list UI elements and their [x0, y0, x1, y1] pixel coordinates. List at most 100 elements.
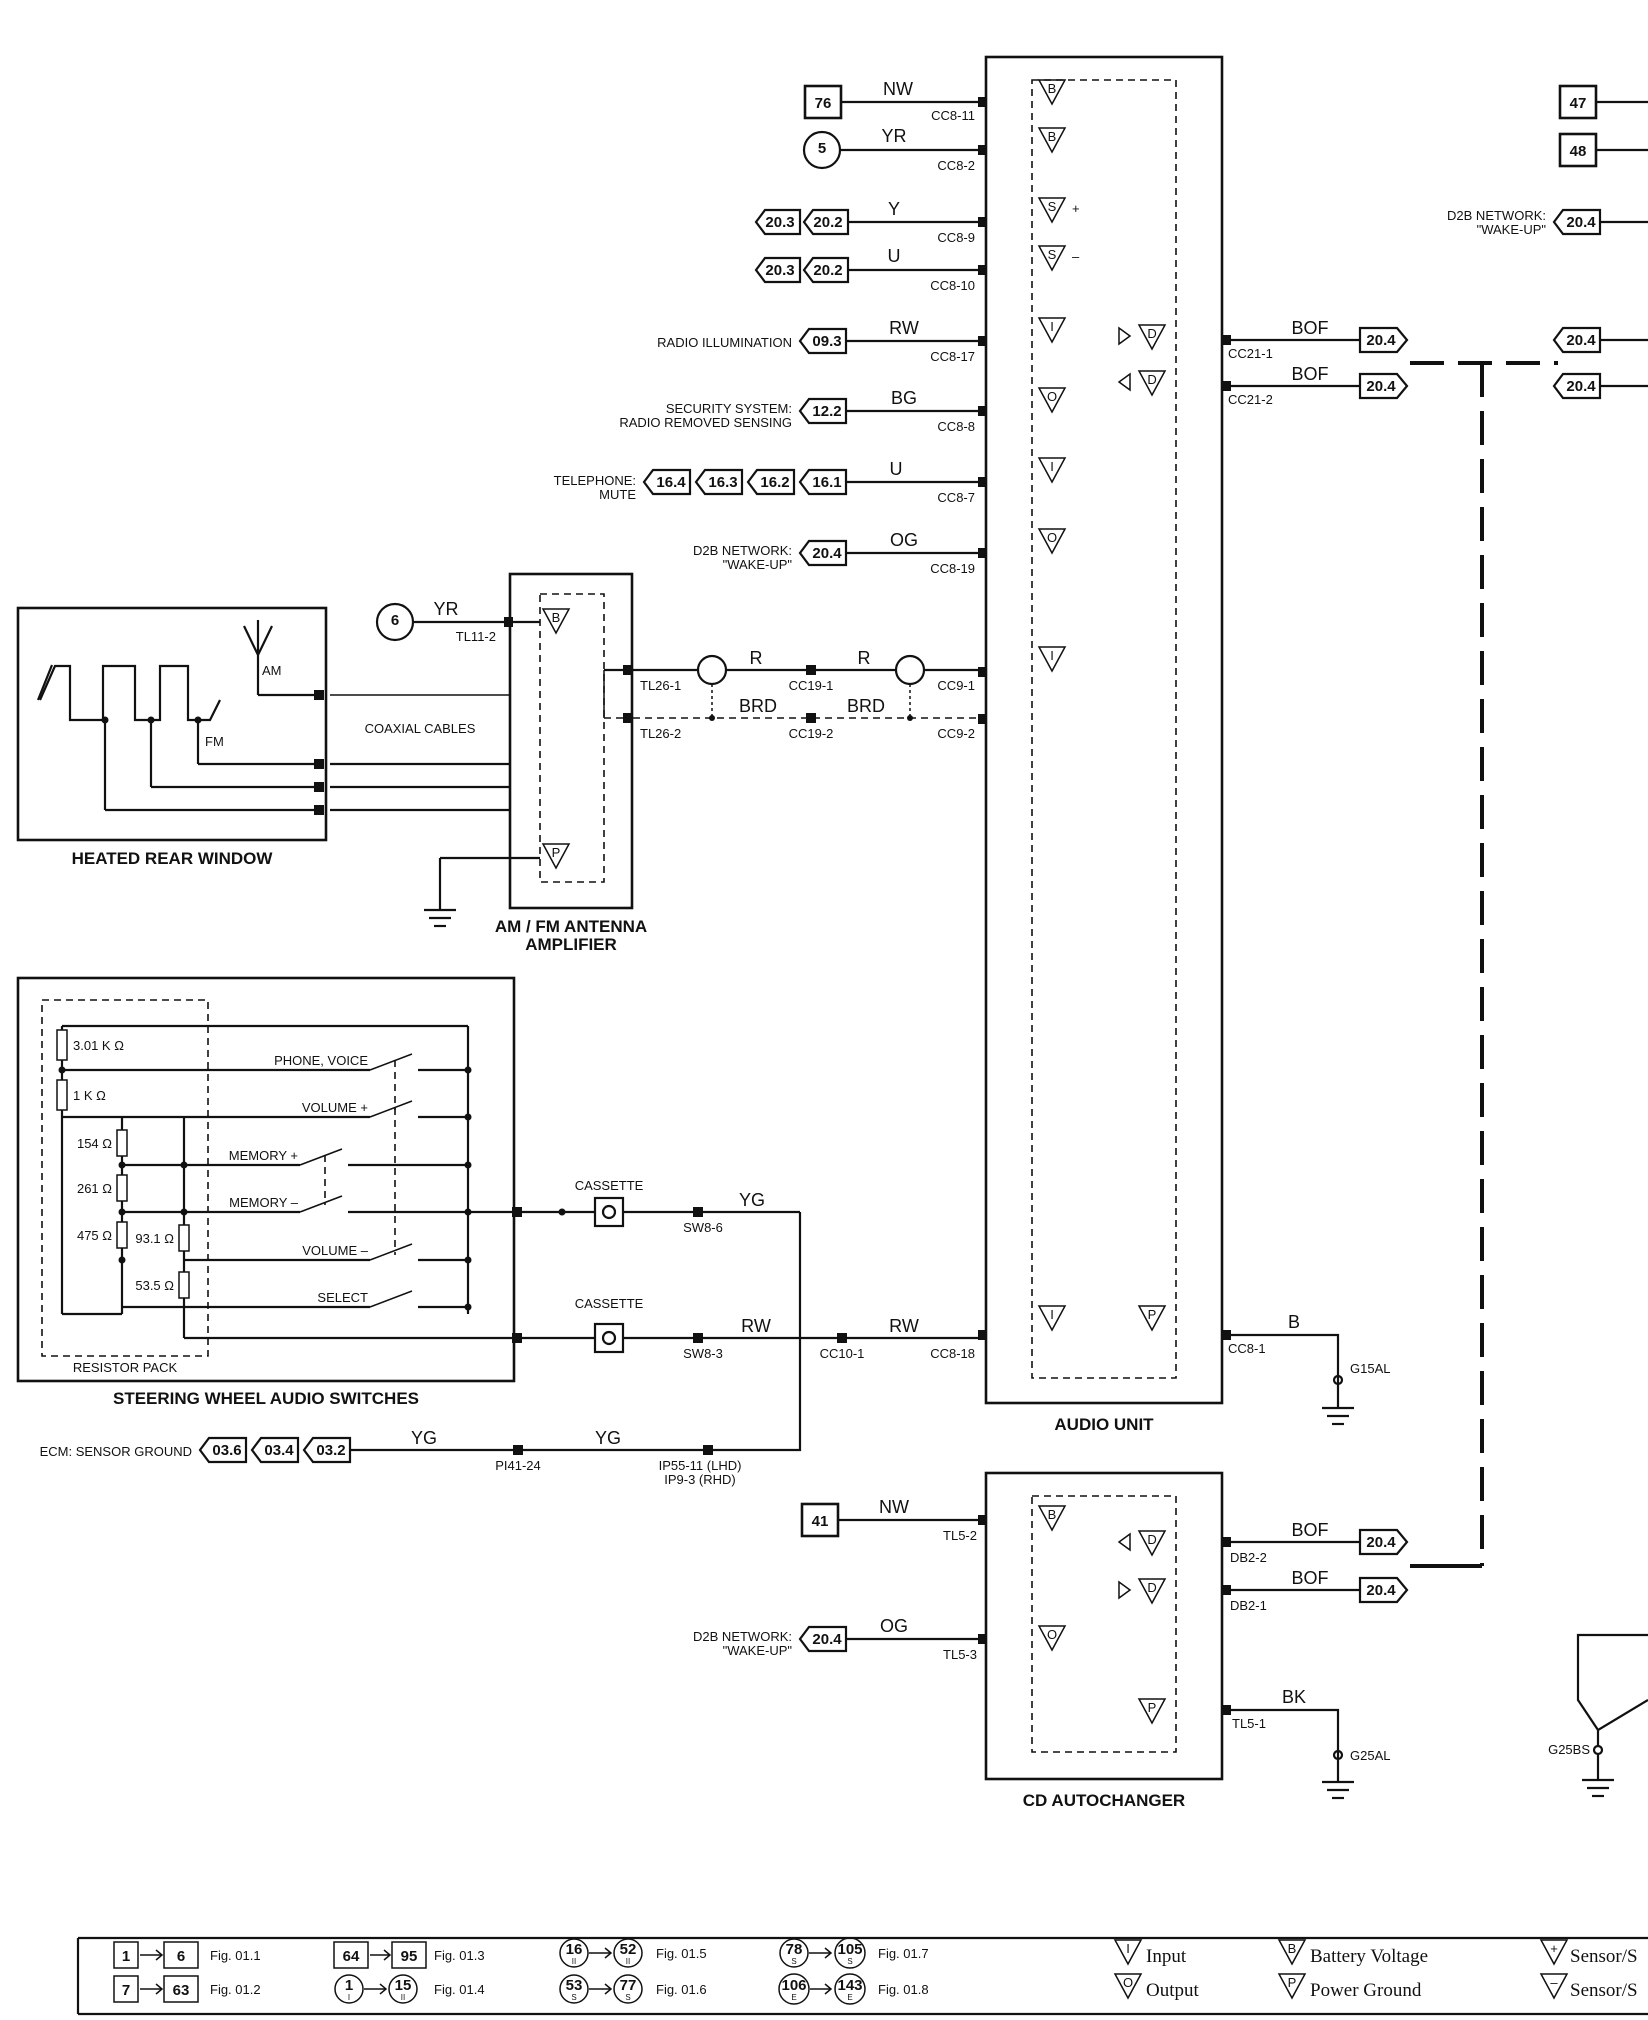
svg-text:CC19-1: CC19-1 — [789, 678, 834, 693]
svg-text:VOLUME +: VOLUME + — [302, 1100, 368, 1115]
svg-text:II: II — [626, 1957, 630, 1966]
svg-text:CC8-8: CC8-8 — [937, 419, 975, 434]
svg-text:NW: NW — [883, 79, 913, 99]
svg-text:Fig. 01.3: Fig. 01.3 — [434, 1948, 485, 1963]
svg-text:RESISTOR PACK: RESISTOR PACK — [73, 1360, 178, 1375]
svg-text:P: P — [1288, 1975, 1297, 1990]
svg-text:TL5-3: TL5-3 — [943, 1647, 977, 1662]
svg-text:IP55-11 (LHD): IP55-11 (LHD) — [659, 1458, 742, 1473]
svg-text:TL26-2: TL26-2 — [640, 726, 681, 741]
svg-text:53.5 Ω: 53.5 Ω — [135, 1278, 174, 1293]
steering-wheel-switches: RESISTOR PACK STEERING WHEEL AUDIO SWITC… — [16, 976, 522, 1408]
svg-text:09.3: 09.3 — [812, 333, 841, 350]
svg-text:261 Ω: 261 Ω — [77, 1181, 112, 1196]
svg-text:YR: YR — [433, 599, 458, 619]
legend: 1 6 Fig. 01.1 7 63 Fig. 01.2 64 95 Fig. … — [76, 1936, 1648, 2016]
svg-text:D: D — [1147, 326, 1156, 341]
antenna-amplifier: B P AM / FM ANTENNA AMPLIFIER 6 YR TL11-… — [375, 572, 647, 954]
svg-text:CD AUTOCHANGER: CD AUTOCHANGER — [1023, 1791, 1185, 1810]
svg-text:U: U — [890, 459, 903, 479]
svg-text:CC9-2: CC9-2 — [937, 726, 975, 741]
svg-text:Sensor/S: Sensor/S — [1570, 1946, 1638, 1967]
svg-text:03.4: 03.4 — [264, 1442, 294, 1459]
legend-pin-symbols: I Input O Output B Battery Voltage P Pow… — [1113, 1939, 1638, 2001]
svg-text:CASSETTE: CASSETTE — [575, 1178, 644, 1193]
svg-text:20.4: 20.4 — [1366, 332, 1396, 349]
svg-text:+: + — [1550, 1941, 1558, 1956]
svg-text:NW: NW — [879, 1497, 909, 1517]
svg-text:Fig. 01.2: Fig. 01.2 — [210, 1982, 261, 1997]
svg-text:Fig. 01.8: Fig. 01.8 — [878, 1982, 929, 1997]
svg-text:D2B NETWORK:: D2B NETWORK: — [693, 1629, 792, 1644]
svg-text:HEATED REAR WINDOW: HEATED REAR WINDOW — [72, 849, 274, 868]
svg-text:STEERING WHEEL AUDIO SWITCHES: STEERING WHEEL AUDIO SWITCHES — [113, 1389, 419, 1408]
svg-text:Fig. 01.7: Fig. 01.7 — [878, 1946, 929, 1961]
svg-text:20.4: 20.4 — [1566, 378, 1596, 395]
svg-text:P: P — [1148, 1700, 1157, 1715]
svg-text:D2B NETWORK:: D2B NETWORK: — [1447, 208, 1546, 223]
svg-text:Fig. 01.5: Fig. 01.5 — [656, 1946, 707, 1961]
svg-text:143: 143 — [837, 1977, 862, 1994]
svg-text:48: 48 — [1570, 143, 1587, 160]
switch-wiring: CASSETTE SW8-6 YG CASSETTE SW8-3 RW CC10… — [40, 1178, 986, 1487]
svg-text:Fig. 01.1: Fig. 01.1 — [210, 1948, 261, 1963]
svg-text:93.1 Ω: 93.1 Ω — [135, 1231, 174, 1246]
svg-text:BOF: BOF — [1291, 318, 1328, 338]
svg-text:106: 106 — [781, 1977, 806, 1994]
svg-text:1: 1 — [122, 1948, 130, 1965]
svg-text:P: P — [1148, 1307, 1157, 1322]
svg-text:II: II — [401, 1993, 405, 2002]
svg-text:O: O — [1047, 1627, 1057, 1642]
svg-text:16.1: 16.1 — [812, 474, 841, 491]
svg-text:BRD: BRD — [739, 696, 777, 716]
svg-text:AMPLIFIER: AMPLIFIER — [525, 935, 617, 954]
heated-rear-window: AM FM HEATED REAR WINDOW — [16, 606, 328, 868]
svg-text:475 Ω: 475 Ω — [77, 1228, 112, 1243]
svg-text:AM: AM — [262, 663, 282, 678]
svg-text:E: E — [791, 1993, 796, 2002]
audio-unit-right-wires: 20.4 20.4 BOF BOF CC21-1 CC21-2 B CC8-1 … — [1221, 318, 1409, 1426]
svg-text:RADIO ILLUMINATION: RADIO ILLUMINATION — [657, 335, 792, 350]
svg-text:Fig. 01.6: Fig. 01.6 — [656, 1982, 707, 1997]
coaxial-cables: COAXIAL CABLES — [330, 694, 540, 812]
legend-box-refs: 1 6 Fig. 01.1 7 63 Fig. 01.2 64 95 Fig. … — [113, 1937, 929, 2005]
audio-unit-left-connectors — [978, 97, 987, 1340]
svg-text:B: B — [1048, 129, 1057, 144]
svg-text:U: U — [888, 246, 901, 266]
svg-text:3.01 K Ω: 3.01 K Ω — [73, 1038, 124, 1053]
svg-text:Sensor/S: Sensor/S — [1570, 1980, 1638, 2001]
svg-text:154 Ω: 154 Ω — [77, 1136, 112, 1151]
svg-text:S: S — [571, 1993, 576, 2002]
svg-text:TL5-2: TL5-2 — [943, 1528, 977, 1543]
svg-text:YR: YR — [881, 126, 906, 146]
svg-text:OG: OG — [890, 530, 918, 550]
svg-text:CC8-11: CC8-11 — [931, 108, 975, 123]
svg-text:76: 76 — [815, 95, 832, 112]
svg-text:Battery Voltage: Battery Voltage — [1310, 1946, 1428, 1967]
svg-text:D2B NETWORK:: D2B NETWORK: — [693, 543, 792, 558]
svg-text:TL26-1: TL26-1 — [640, 678, 681, 693]
svg-text:CC8-10: CC8-10 — [930, 278, 975, 293]
svg-text:RW: RW — [889, 1316, 919, 1336]
svg-text:16.3: 16.3 — [708, 474, 737, 491]
svg-text:16.4: 16.4 — [656, 474, 686, 491]
svg-text:I: I — [1126, 1941, 1130, 1956]
svg-text:B: B — [552, 610, 561, 625]
svg-text:MEMORY –: MEMORY – — [229, 1195, 299, 1210]
svg-text:20.3: 20.3 — [765, 262, 794, 279]
svg-text:5: 5 — [818, 140, 826, 157]
svg-text:CC8-7: CC8-7 — [937, 490, 975, 505]
svg-text:BOF: BOF — [1291, 364, 1328, 384]
svg-text:R: R — [858, 648, 871, 668]
svg-text:Power Ground: Power Ground — [1310, 1980, 1422, 2001]
svg-text:D: D — [1147, 372, 1156, 387]
svg-text:12.2: 12.2 — [812, 403, 841, 420]
svg-text:20.4: 20.4 — [1366, 1534, 1396, 1551]
svg-text:I: I — [1050, 1307, 1054, 1322]
svg-text:II: II — [572, 1957, 576, 1966]
svg-text:I: I — [1050, 459, 1054, 474]
svg-text:COAXIAL CABLES: COAXIAL CABLES — [365, 721, 476, 736]
audio-unit-pin-symbols: B B S+ S– I O I O I I P D D — [1037, 79, 1167, 1332]
svg-text:SW8-6: SW8-6 — [683, 1220, 723, 1235]
